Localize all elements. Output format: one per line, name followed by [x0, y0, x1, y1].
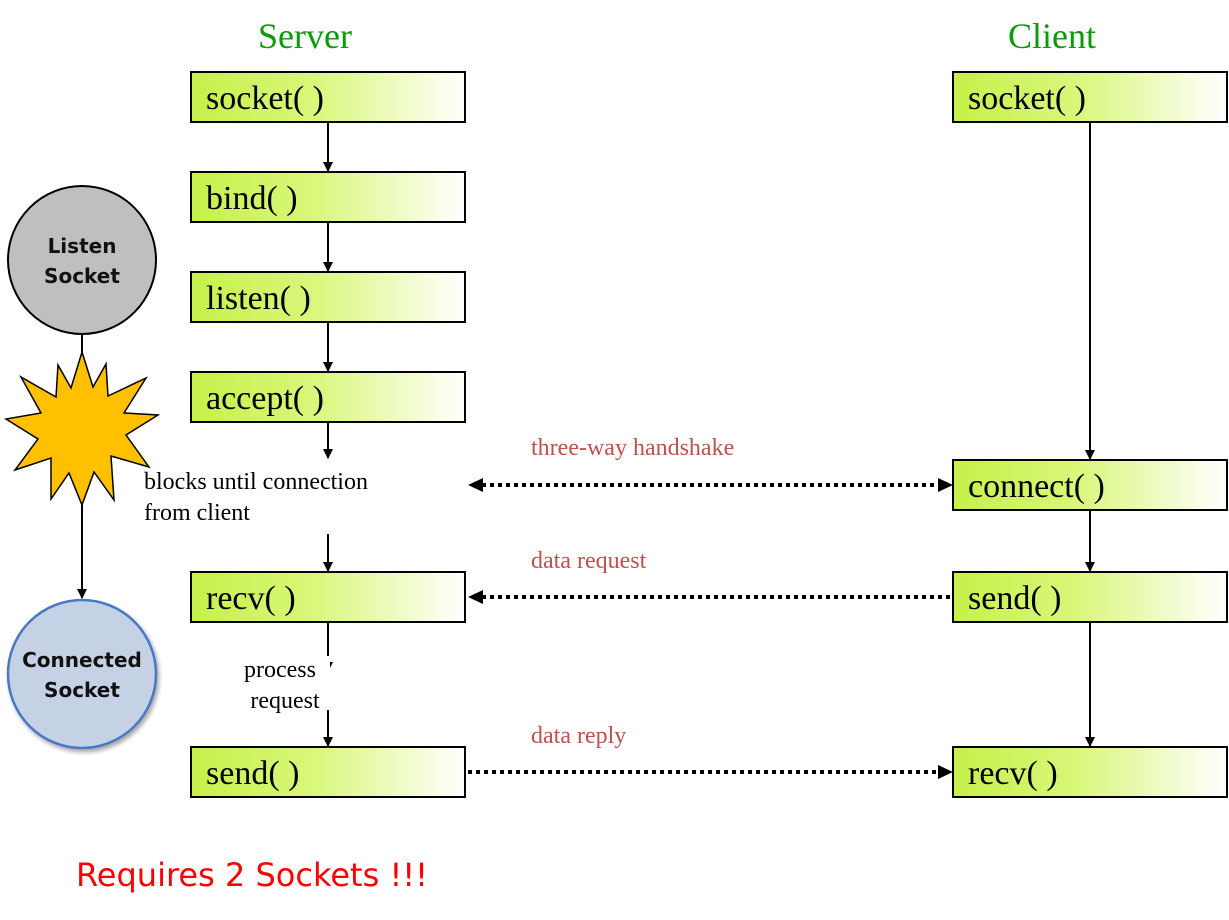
server-bind-label: bind( ): [206, 180, 298, 217]
client-socket-box: socket( ): [952, 71, 1228, 123]
connected-socket-label-line2: Socket: [44, 678, 120, 702]
client-send-box: send( ): [952, 571, 1228, 623]
server-bind-box: bind( ): [190, 171, 466, 223]
data-reply-label: data reply: [531, 723, 626, 749]
server-recv-label: recv( ): [206, 580, 296, 617]
server-listen-box: listen( ): [190, 271, 466, 323]
server-accept-label: accept( ): [206, 380, 324, 417]
process-note-line1: process: [244, 657, 316, 683]
server-send-box: send( ): [190, 746, 466, 798]
connected-socket-label-line1: Connected: [22, 648, 142, 672]
server-title: Server: [258, 16, 352, 56]
process-note-background: [230, 656, 330, 710]
handshake-arrow-left-head: [468, 478, 483, 492]
handshake-arrow-right-head: [938, 478, 953, 492]
client-socket-label: socket( ): [968, 80, 1086, 117]
client-connect-label: connect( ): [968, 468, 1105, 505]
client-send-label: send( ): [968, 580, 1061, 617]
server-accept-box: accept( ): [190, 371, 466, 423]
data-reply-arrow-head: [938, 765, 953, 779]
data-request-label: data request: [531, 548, 647, 574]
requires-two-sockets-note: Requires 2 Sockets !!!: [76, 856, 428, 894]
listen-socket-label-line2: Socket: [44, 264, 120, 288]
client-recv-label: recv( ): [968, 755, 1058, 792]
data-request-arrow-head: [468, 590, 483, 604]
listen-socket-circle: Listen Socket: [7, 185, 157, 335]
process-note-line2: request: [250, 688, 320, 714]
server-recv-box: recv( ): [190, 571, 466, 623]
starburst-icon: [3, 349, 161, 508]
server-send-label: send( ): [206, 755, 299, 792]
client-title: Client: [1008, 16, 1096, 56]
client-connect-box: connect( ): [952, 459, 1228, 511]
blocks-note-line2: from client: [144, 500, 250, 526]
client-recv-box: recv( ): [952, 746, 1228, 798]
server-socket-label: socket( ): [206, 80, 324, 117]
blocks-note-line1: blocks until connection: [144, 469, 368, 495]
server-listen-label: listen( ): [206, 280, 311, 317]
listen-socket-label-line1: Listen: [48, 234, 117, 258]
server-socket-box: socket( ): [190, 71, 466, 123]
handshake-label: three-way handshake: [531, 435, 734, 461]
connected-socket-circle: Connected Socket: [6, 598, 158, 750]
